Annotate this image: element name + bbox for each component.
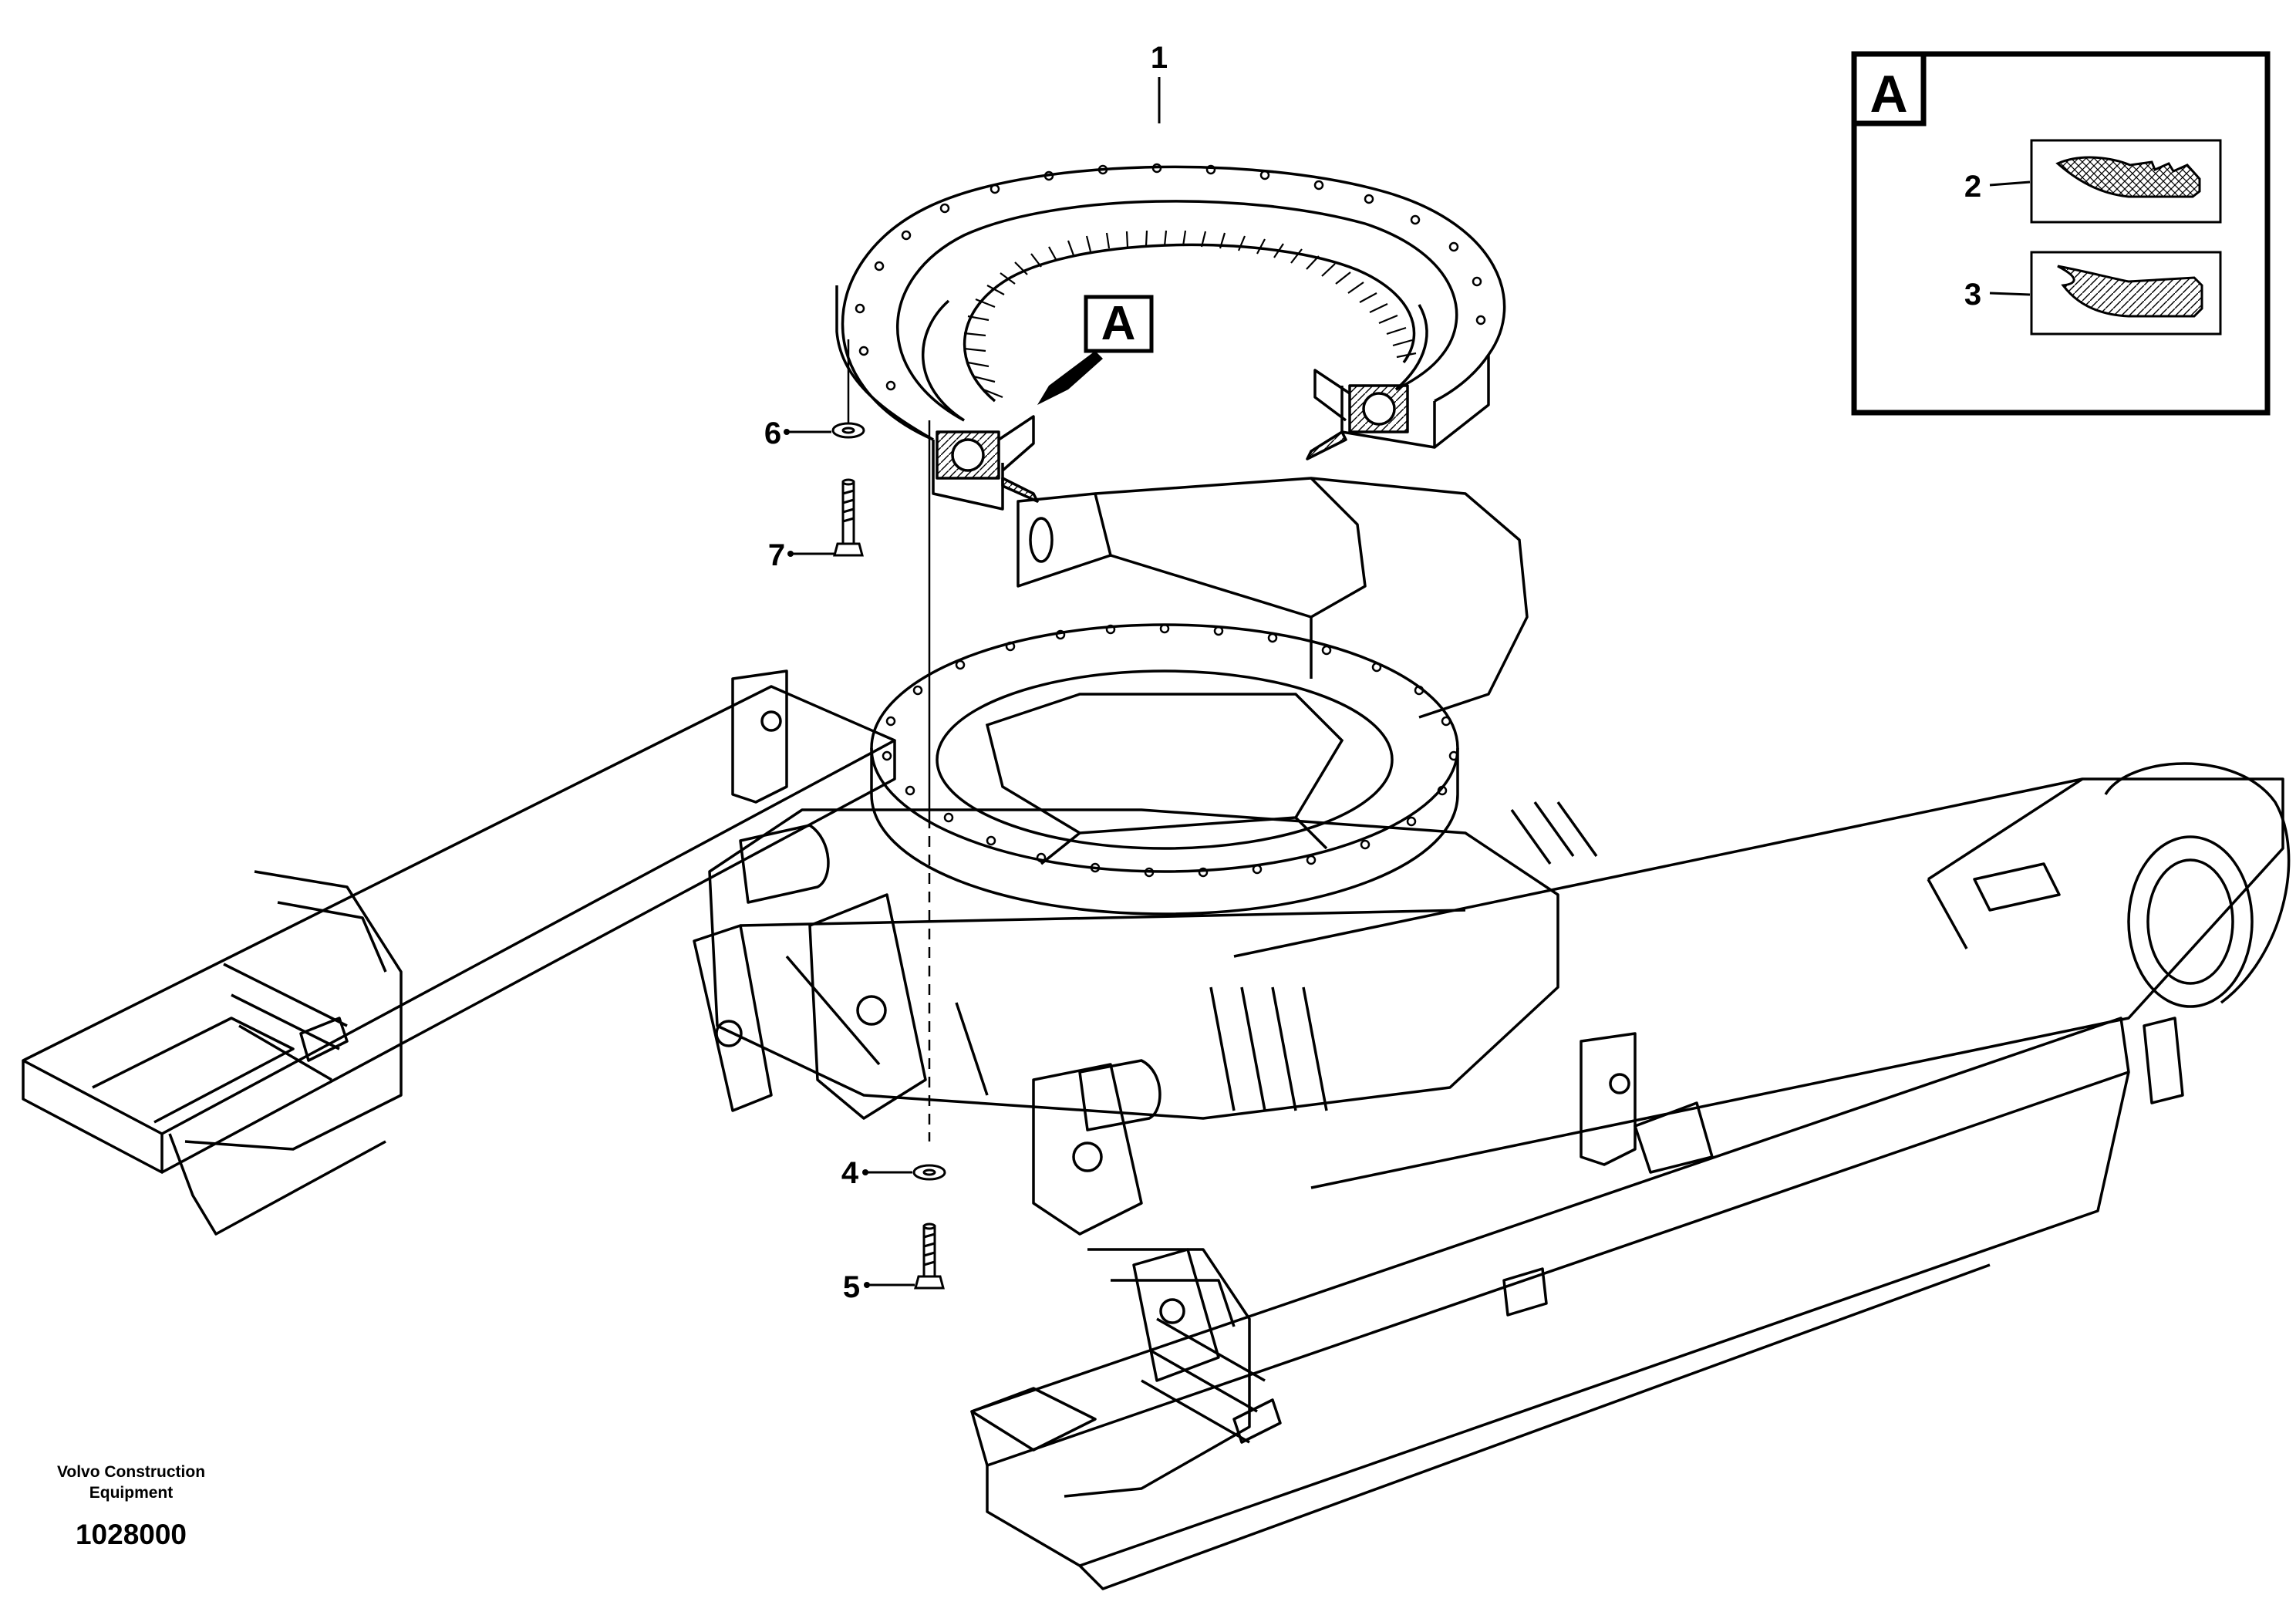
callout-6: 6 xyxy=(764,416,831,450)
bolt-5 xyxy=(914,1222,945,1290)
drawing-number: 1028000 xyxy=(75,1519,187,1550)
section-marker-a: A xyxy=(1037,295,1154,405)
svg-text:7: 7 xyxy=(768,538,785,572)
slewing-ring-teeth xyxy=(963,230,1417,399)
bolt-7 xyxy=(833,478,864,557)
seal-profile-3 xyxy=(2057,265,2203,318)
callout-1: 1 xyxy=(1151,41,1168,123)
callout-2: 2 xyxy=(1964,170,1981,204)
undercarriage-frame xyxy=(22,477,2291,1590)
washer-4 xyxy=(912,1164,946,1181)
section-marker-label: A xyxy=(1101,297,1136,350)
washer-6 xyxy=(831,422,865,439)
svg-text:6: 6 xyxy=(764,416,781,450)
detail-inset-label: A xyxy=(1870,65,1907,123)
manufacturer-footer: Volvo Construction Equipment 1028000 xyxy=(31,1462,231,1551)
callout-7: 7 xyxy=(768,538,834,572)
detail-inset-a: A 2 3 xyxy=(1851,51,2271,416)
svg-text:5: 5 xyxy=(843,1270,860,1304)
assembly-axis-lines xyxy=(847,339,931,1141)
callout-3: 3 xyxy=(1964,278,1981,312)
svg-text:1: 1 xyxy=(1151,41,1168,75)
svg-text:4: 4 xyxy=(841,1156,859,1190)
frame-bolt-holes xyxy=(882,623,1459,878)
callout-4: 4 xyxy=(841,1156,912,1190)
slewing-ring-bolt-holes xyxy=(855,163,1486,391)
slewing-ring xyxy=(835,165,1506,511)
manufacturer-name: Volvo Construction Equipment xyxy=(56,1463,206,1502)
seal-profile-2 xyxy=(2055,156,2201,198)
callout-5: 5 xyxy=(843,1270,915,1304)
